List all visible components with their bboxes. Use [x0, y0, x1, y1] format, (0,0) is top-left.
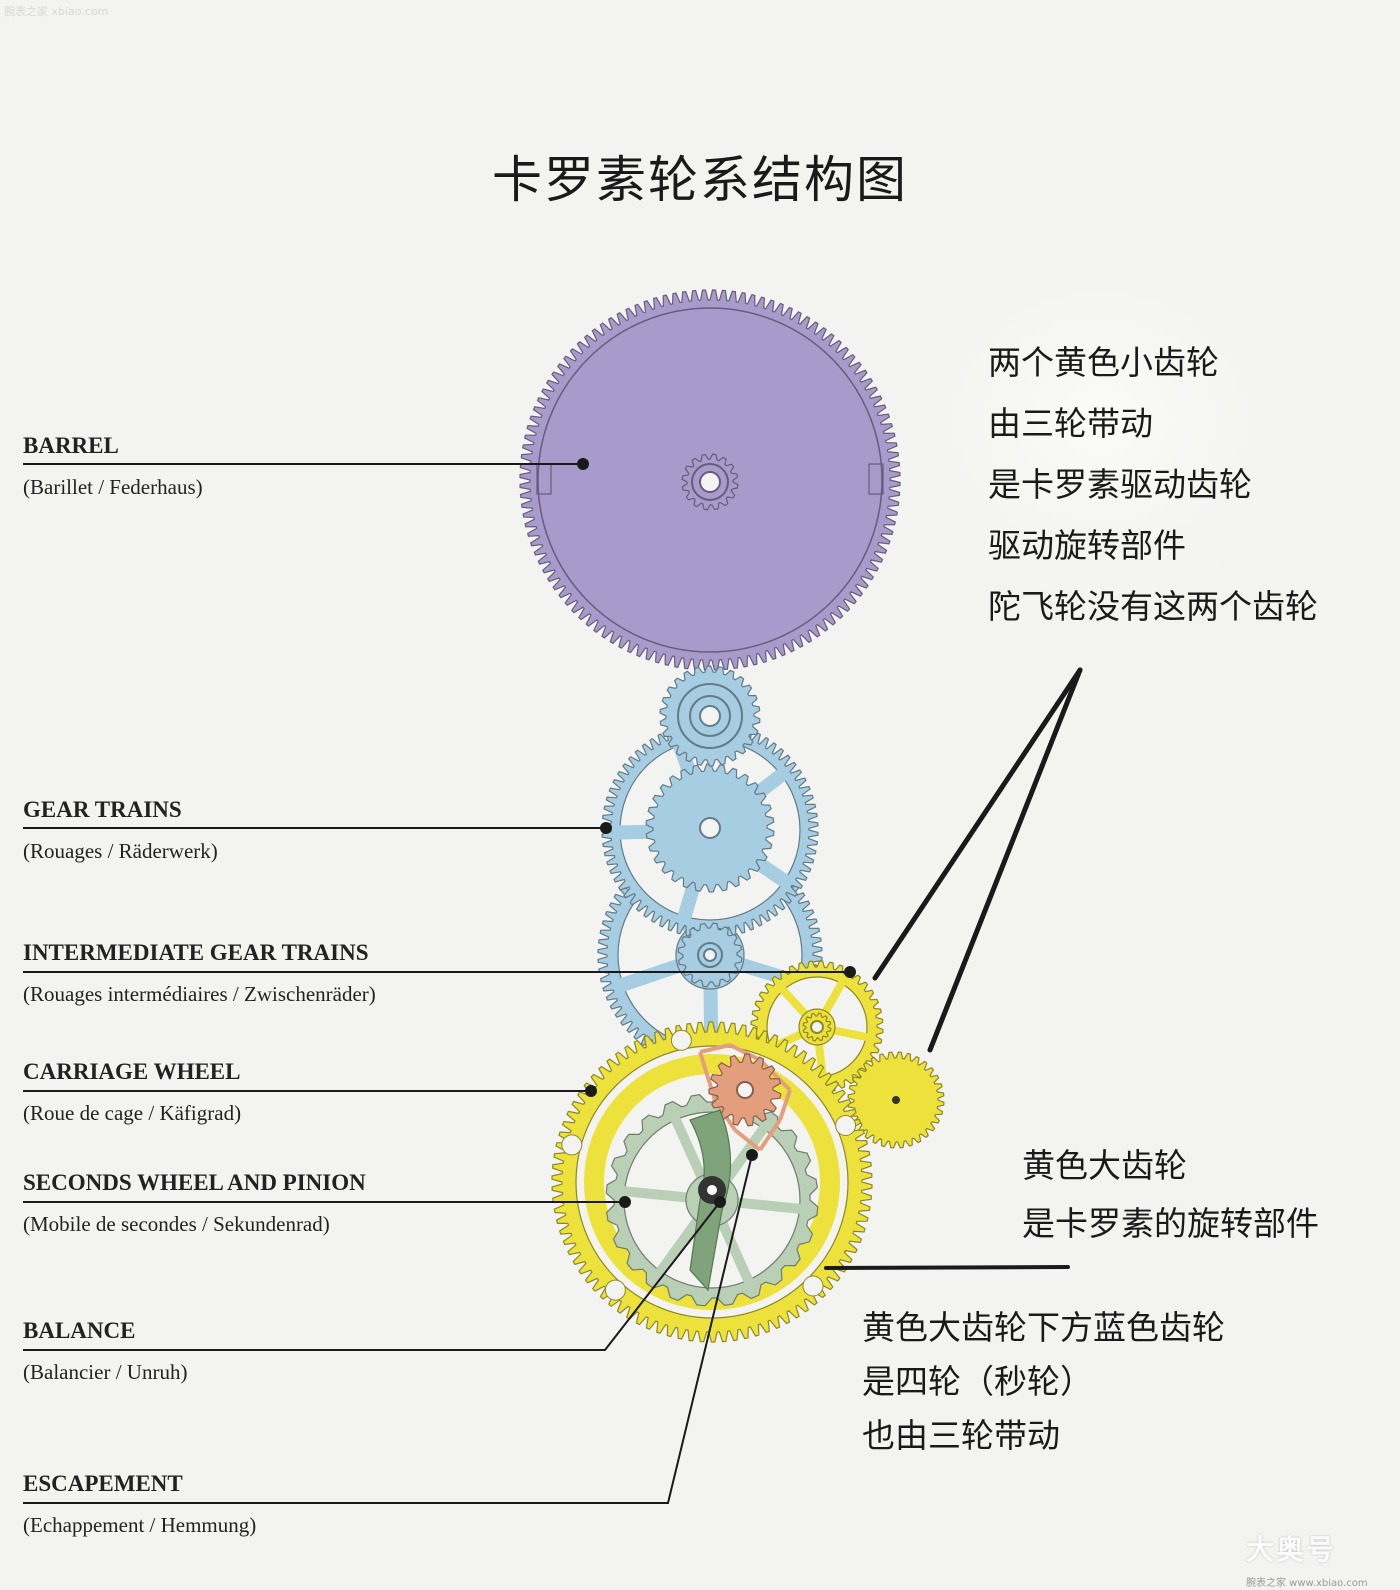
label-carriage-name: CARRIAGE WHEEL	[23, 1059, 241, 1084]
balance-jewel	[707, 1185, 717, 1195]
carriage-hole	[561, 1134, 583, 1156]
note-big-yellow-gear: 黄色大齿轮 是卡罗素的旋转部件	[1022, 1137, 1319, 1253]
callout-small-yellow-a	[872, 667, 1083, 981]
note-line: 是卡罗素驱动齿轮	[988, 465, 1252, 504]
barrel-notch-right	[868, 463, 884, 495]
third-pinion-ring	[703, 948, 717, 962]
label-balance-sub: (Balancier / Unruh)	[23, 1360, 188, 1384]
label-barrel-name: BARREL	[23, 433, 119, 458]
watermark-site: 腕表之家 www.xbiao.com	[1246, 1578, 1368, 1589]
note-line: 也由三轮带动	[862, 1416, 1060, 1455]
note-line: 由三轮带动	[988, 404, 1153, 443]
escapement-bridge	[733, 1128, 762, 1152]
watermark-logo: 大奥号	[1246, 1533, 1337, 1566]
note-line: 是卡罗素的旋转部件	[1022, 1204, 1319, 1243]
label-gear-trains-sub: (Rouages / Räderwerk)	[23, 839, 218, 863]
leader-barrel-dot	[577, 458, 589, 470]
label-balance: BALANCE (Balancier / Unruh)	[23, 1318, 187, 1384]
label-seconds-sub: (Mobile de secondes / Sekundenrad)	[23, 1212, 330, 1236]
callout-small-yellow-b	[927, 667, 1083, 1053]
note-line: 两个黄色小齿轮	[988, 343, 1219, 382]
carriage-hole	[604, 1279, 626, 1301]
escapement-bridge	[729, 1043, 761, 1062]
label-escapement-sub: (Echappement / Hemmung)	[23, 1513, 257, 1537]
carriage-hole	[670, 1029, 692, 1051]
leader-intermediate-dot	[844, 966, 856, 978]
note-line: 是四轮（秒轮）	[862, 1362, 1093, 1401]
barrel-drum-edge	[537, 307, 883, 653]
label-seconds-name: SECONDS WHEEL AND PINION	[23, 1170, 366, 1195]
label-carriage-sub: (Roue de cage / Käfigrad)	[23, 1101, 242, 1125]
page-title: 卡罗素轮系结构图	[492, 151, 908, 209]
center-pinion-ring	[699, 817, 721, 839]
note-small-yellow-gears: 两个黄色小齿轮 由三轮带动 是卡罗素驱动齿轮 驱动旋转部件 陀飞轮没有这两个齿轮	[988, 332, 1318, 637]
upper-pinion-ring	[699, 705, 721, 727]
note-line: 驱动旋转部件	[988, 526, 1186, 565]
escapement-bridge	[758, 1058, 792, 1092]
third-pinion-ring	[697, 942, 723, 968]
leader-carriage-dot	[585, 1085, 597, 1097]
upper-pinion-ring	[689, 695, 731, 737]
small-yellow-gear-1-pinion-ring	[810, 1020, 824, 1034]
label-gear-trains: GEAR TRAINS (Rouages / Räderwerk)	[23, 797, 218, 863]
note-line: 黄色大齿轮下方蓝色齿轮	[862, 1308, 1225, 1347]
label-carriage-wheel: CARRIAGE WHEEL (Roue de cage / Käfigrad)	[23, 1059, 241, 1125]
note-line: 陀飞轮没有这两个齿轮	[988, 587, 1318, 626]
label-intermediate-sub: (Rouages intermédiaires / Zwischenräder)	[23, 982, 376, 1006]
label-barrel: BARREL (Barillet / Federhaus)	[23, 433, 203, 499]
leader-seconds-dot	[619, 1196, 631, 1208]
watermark-top: 腕表之家 xbiao.com	[4, 5, 109, 18]
carriage-inner-rim	[584, 1054, 840, 1310]
small-yellow-gear-2-pivot	[892, 1096, 900, 1104]
note-line: 黄色大齿轮	[1022, 1146, 1187, 1185]
escapement-bridge	[778, 1089, 792, 1121]
leader-balance	[23, 1201, 721, 1351]
escapement-bridge	[699, 1043, 731, 1054]
leader-escapement-dot	[746, 1149, 758, 1161]
label-seconds-wheel: SECONDS WHEEL AND PINION (Mobile de seco…	[23, 1170, 366, 1236]
note-blue-gear-below: 黄色大齿轮下方蓝色齿轮 是四轮（秒轮） 也由三轮带动	[862, 1301, 1225, 1463]
leader-balance-dot	[714, 1196, 726, 1208]
barrel-arbor-pinion-ring	[691, 463, 729, 501]
label-escapement: ESCAPEMENT (Echappement / Hemmung)	[23, 1471, 256, 1537]
label-balance-name: BALANCE	[23, 1318, 136, 1343]
carriage-hole	[835, 1115, 857, 1136]
leader-lines	[23, 458, 1083, 1504]
label-barrel-sub: (Barillet / Federhaus)	[23, 475, 203, 499]
upper-pinion-ring	[677, 683, 743, 749]
leader-gear-trains-dot	[600, 822, 612, 834]
label-gear-trains-name: GEAR TRAINS	[23, 797, 182, 822]
escapement-bridge	[758, 1118, 782, 1152]
label-escapement-name: ESCAPEMENT	[23, 1471, 183, 1496]
callout-big-yellow	[824, 1265, 1070, 1270]
carriage-hole	[802, 1275, 824, 1297]
label-intermediate-gear-trains: INTERMEDIATE GEAR TRAINS (Rouages interm…	[23, 940, 376, 1006]
leader-escapement	[23, 1154, 753, 1504]
escape-wheel-ring	[736, 1081, 754, 1099]
gear-train-illustration	[519, 289, 945, 1343]
barrel-arbor-pinion-ring	[699, 471, 721, 493]
label-intermediate-name: INTERMEDIATE GEAR TRAINS	[23, 940, 369, 965]
